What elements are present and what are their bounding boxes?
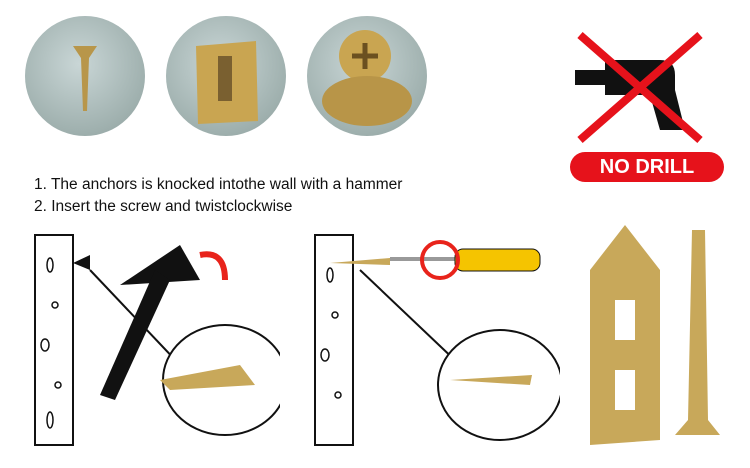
step-2: 2. Insert the screw and twistclockwise [34,198,293,215]
anchor-icon [73,46,97,111]
no-drill-icon [575,31,703,144]
photo-anchor-side [25,16,145,136]
screwdriver-diagram [314,234,560,446]
wall-icon [314,234,354,446]
anchor-and-screw-product [590,225,720,445]
photo-anchor-front [166,16,286,136]
callout-bubble [437,329,560,441]
screwdriver-icon [454,248,541,272]
rotate-arrow-icon [199,251,228,281]
screw-head-icon [322,30,412,126]
photo-anchor-screw [307,16,427,136]
step-1: 1. The anchors is knocked intothe wall w… [34,176,403,193]
hammer-diagram [34,234,280,446]
instructions: 1. The anchors is knocked intothe wall w… [34,174,402,218]
screw-icon [675,230,720,435]
wall-icon [34,234,74,446]
anchor-icon [160,365,255,390]
anchor-icon [196,41,258,124]
screw-icon [450,375,532,385]
rotate-arrow-icon [420,240,460,280]
no-drill-badge: NO DRILL [570,152,724,182]
hammer-icon [120,245,200,285]
